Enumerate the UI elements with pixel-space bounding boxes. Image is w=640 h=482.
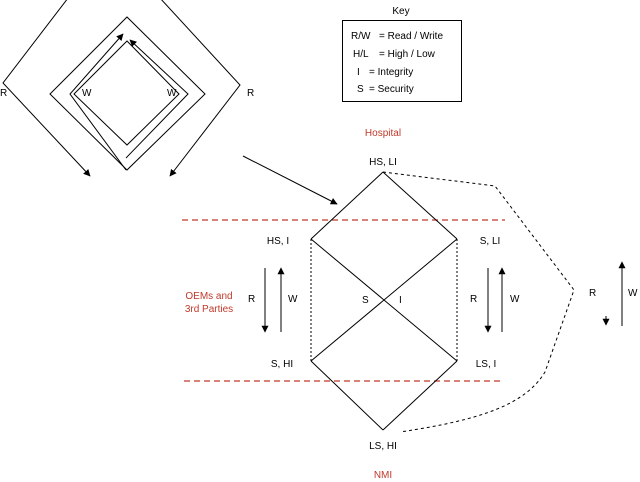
outer-read-path xyxy=(2,0,91,177)
far-right-read-label: R xyxy=(589,288,597,299)
node-lower-left-label: S, HI xyxy=(270,359,294,370)
middle-diamond xyxy=(49,16,206,171)
left-read-label: R xyxy=(248,294,256,305)
edge-top-upper-right xyxy=(382,171,458,240)
node-top-label: HS, LI xyxy=(369,157,397,168)
far-right-write-label: W xyxy=(628,288,638,299)
inner-diamond xyxy=(73,40,180,146)
key-abbr: S xyxy=(357,84,364,95)
small-right-r-label: R xyxy=(247,88,255,99)
key-abbr: R/W xyxy=(351,31,371,42)
node-upper-left-label: HS, I xyxy=(266,236,290,247)
small-inner-right-w-label: W xyxy=(167,88,177,99)
edge-lower-right-bottom xyxy=(382,360,458,431)
edge-top-upper-left xyxy=(310,171,384,240)
oems-label-line2: 3rd Parties xyxy=(184,304,234,315)
left-write-label: W xyxy=(288,294,298,305)
key-definition: = High / Low xyxy=(379,49,435,60)
hospital-label: Hospital xyxy=(364,128,402,139)
small-inner-left-w-label: W xyxy=(82,88,92,99)
outer-read-path-right xyxy=(161,0,241,177)
edge-lower-left-bottom xyxy=(310,360,384,431)
oems-label-line1: OEMs and xyxy=(185,291,233,302)
key-abbr: H/L xyxy=(353,49,369,60)
right-read-label: R xyxy=(470,294,478,305)
key-title: Key xyxy=(392,6,410,17)
key-definition: = Read / Write xyxy=(379,31,444,42)
key-box: R/W = Read / Write H/L = High / Low I = … xyxy=(342,20,462,102)
small-diamond-diagram xyxy=(2,0,241,177)
nmi-label: NMI xyxy=(373,470,393,481)
center-i-label: I xyxy=(399,295,402,306)
connector-arrow xyxy=(242,155,338,205)
node-lower-right-label: LS, I xyxy=(475,359,497,370)
inner-write-path-left xyxy=(69,33,127,171)
edge-upper-right-lower-left xyxy=(310,238,458,362)
node-bottom-label: LS, HI xyxy=(369,441,397,452)
key-abbr: I xyxy=(357,67,360,78)
right-write-label: W xyxy=(510,294,520,305)
lattice xyxy=(310,171,575,433)
dotted-outer-curve xyxy=(382,171,575,433)
small-left-r-label: R xyxy=(0,88,8,99)
inner-write-path-right xyxy=(125,39,189,159)
center-s-label: S xyxy=(362,295,369,306)
key-definition: = Integrity xyxy=(369,67,414,78)
key-definition: = Security xyxy=(369,84,414,95)
node-upper-right-label: S, LI xyxy=(479,236,501,247)
